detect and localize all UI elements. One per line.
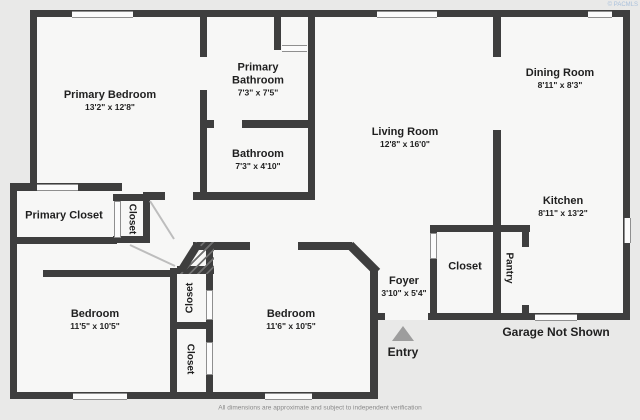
disclaimer-text: All dimensions are approximate and subje… [218, 404, 422, 412]
room-name: Dining Room [525, 67, 595, 79]
room-label-foyer-closet: Closet [448, 261, 482, 274]
wall-segment [430, 225, 530, 232]
wall-segment [430, 313, 630, 320]
sliding-door-symbol [37, 184, 78, 191]
room-name: Bedroom [70, 308, 120, 320]
wall-segment [308, 10, 315, 194]
room-label-dining-room: Dining Room 8'11" x 8'3" [526, 67, 594, 91]
room-dims: 13'2" x 12'8" [85, 102, 135, 112]
wall-segment [30, 10, 37, 190]
window-symbol [282, 45, 307, 52]
window-symbol [72, 11, 133, 18]
wall-segment [522, 225, 529, 247]
window-symbol [73, 393, 127, 400]
room-label-hall-closet: Closet [126, 203, 138, 235]
room-name: Kitchen [542, 195, 584, 207]
wall-segment [200, 120, 214, 128]
window-symbol [624, 218, 631, 243]
room-dims: 8'11" x 8'3" [537, 80, 583, 90]
room-label-living-room: Living Room 12'8" x 16'0" [372, 126, 439, 150]
wall-segment [143, 192, 165, 200]
door-symbol [206, 342, 213, 375]
room-label-primary-bedroom: Primary Bedroom 13'2" x 12'8" [64, 89, 156, 113]
room-dims: 11'5" x 10'5" [70, 321, 120, 331]
wall-segment [206, 318, 213, 342]
wall-segment [143, 194, 150, 243]
wall-segment [193, 192, 315, 200]
sliding-door-symbol [535, 314, 577, 321]
door-swing-line [129, 244, 176, 267]
room-label-bedroom-left: Bedroom 11'5" x 10'5" [70, 308, 119, 332]
window-symbol [265, 393, 312, 400]
entry-label: Entry [387, 345, 419, 359]
room-name: Primary Bedroom [63, 89, 157, 101]
wall-segment [113, 194, 150, 201]
wall-segment [10, 392, 378, 399]
room-label-pantry: Pantry [503, 252, 515, 284]
wall-segment [206, 268, 213, 290]
room-label-primary-bathroom: Primary Bathroom 7'3" x 7'5" [217, 62, 299, 99]
garage-note: Garage Not Shown [502, 325, 610, 339]
wall-segment [10, 237, 117, 244]
wall-segment [170, 322, 213, 329]
entry-arrow-icon [392, 326, 414, 341]
wall-segment [430, 257, 437, 315]
door-symbol [430, 233, 437, 259]
wall-segment [30, 10, 630, 17]
room-name: Primary Bathroom [232, 61, 284, 87]
chamfer-wall [346, 241, 381, 276]
angled-wall [177, 241, 202, 274]
room-label-primary-closet: Primary Closet [25, 210, 103, 223]
wall-segment [522, 305, 529, 320]
room-dims: 11'6" x 10'5" [266, 321, 316, 331]
wall-segment [430, 225, 437, 233]
door-symbol [114, 201, 121, 238]
door-swing-line [149, 200, 175, 240]
watermark: © PACMLS [607, 2, 638, 8]
wall-segment [200, 10, 207, 57]
wall-segment [428, 313, 502, 320]
room-label-foyer: Foyer 3'10" x 5'4" [381, 275, 426, 299]
room-dims: 12'8" x 16'0" [380, 139, 430, 149]
room-dims: 7'3" x 4'10" [235, 161, 281, 171]
wall-segment [274, 10, 281, 50]
room-name: Bathroom [232, 148, 284, 160]
wall-segment [206, 373, 213, 399]
room-name: Foyer [389, 275, 419, 287]
room-label-bathroom: Bathroom 7'3" x 4'10" [232, 148, 284, 172]
room-label-kitchen: Kitchen 8'11" x 13'2" [538, 195, 587, 219]
wall-segment [43, 270, 173, 277]
room-label-bedroom-closet-lower: Closet [184, 343, 196, 375]
room-dims: 7'3" x 7'5" [237, 87, 279, 98]
wall-segment [623, 10, 630, 320]
wall-segment [200, 90, 207, 194]
wall-segment [298, 242, 352, 250]
wall-segment [170, 268, 177, 399]
wall-segment [242, 120, 315, 128]
room-name: Closet [448, 260, 482, 273]
room-dims: 3'10" x 5'4" [381, 288, 427, 298]
window-symbol [377, 11, 437, 18]
wall-segment [113, 236, 150, 243]
wall-segment [376, 313, 385, 320]
room-name: Primary Closet [25, 209, 103, 222]
room-name: Bedroom [266, 308, 316, 320]
wall-segment [198, 242, 250, 250]
room-label-bedroom-closet-upper: Closet [184, 282, 196, 314]
wall-segment [370, 268, 378, 399]
wall-segment [493, 10, 501, 57]
door-symbol [206, 290, 213, 320]
window-symbol [588, 11, 612, 18]
wall-segment [10, 185, 17, 399]
room-dims: 8'11" x 13'2" [538, 208, 588, 218]
room-name: Living Room [371, 126, 439, 138]
floor-lower-left [10, 185, 378, 399]
room-label-bedroom-center: Bedroom 11'6" x 10'5" [266, 308, 315, 332]
